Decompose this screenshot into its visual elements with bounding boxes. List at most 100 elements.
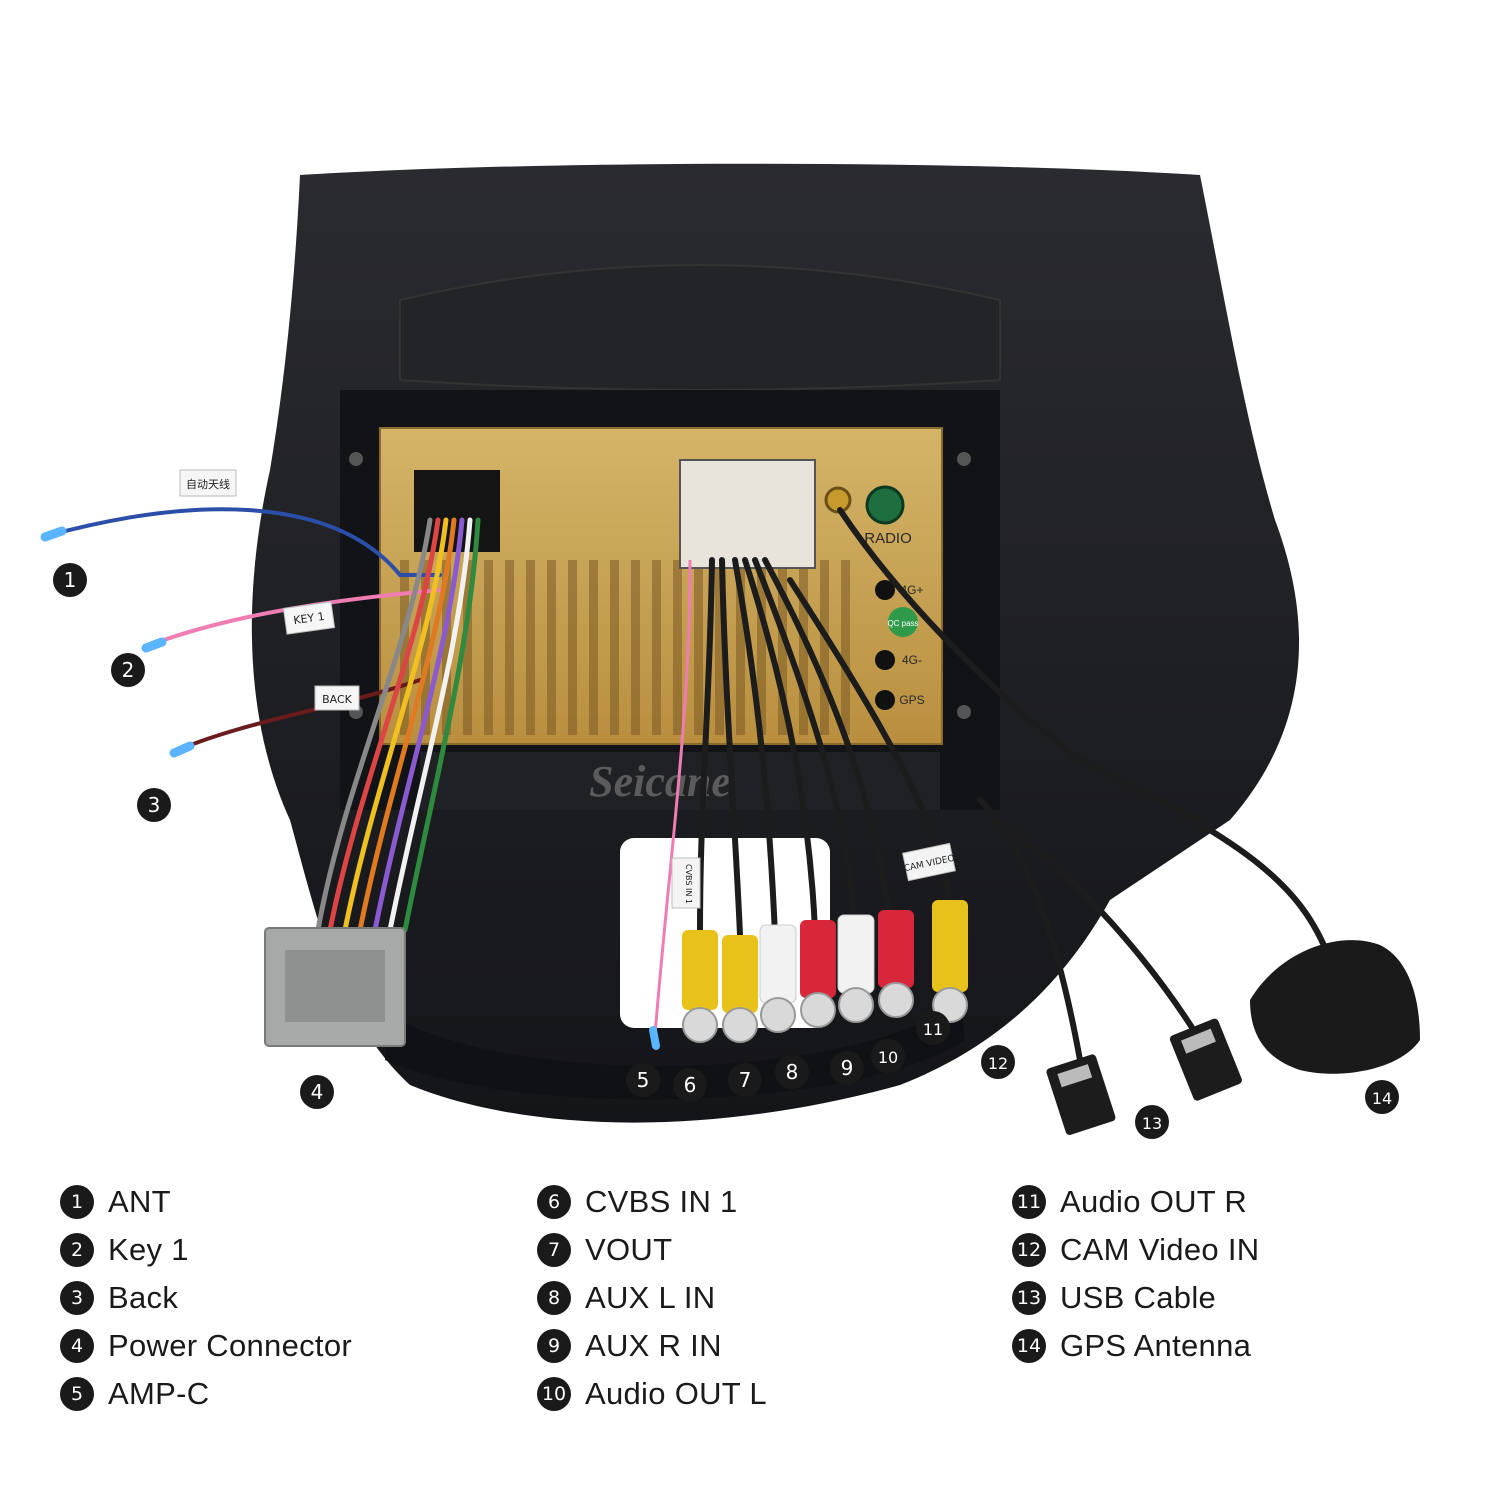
usb-plug xyxy=(1046,1054,1116,1135)
port-4g-label: 4G- xyxy=(902,653,922,667)
callout-number: 3 xyxy=(148,793,161,817)
heatsink-fin xyxy=(841,560,850,735)
cvbs-cable-tag-text: CVBS IN 1 xyxy=(684,864,693,904)
callout-badge-4: 4 xyxy=(300,1075,334,1109)
legend-item-2: 2 Key 1 xyxy=(60,1226,352,1274)
callout-number: 10 xyxy=(878,1048,898,1067)
legend-label: Key 1 xyxy=(108,1232,189,1267)
legend-item-4: 4 Power Connector xyxy=(60,1322,352,1370)
callout-number: 6 xyxy=(684,1073,697,1097)
legend-label: AUX L IN xyxy=(585,1280,716,1315)
callout-badge-14: 14 xyxy=(1365,1080,1399,1114)
legend-badge: 2 xyxy=(60,1233,94,1267)
legend-label: Power Connector xyxy=(108,1328,353,1363)
gps-port-hole xyxy=(875,690,895,710)
callout-number: 12 xyxy=(988,1054,1008,1073)
amp-c-wire-tip xyxy=(649,1026,660,1050)
legend-badge: 6 xyxy=(537,1185,571,1219)
ant-wire-tag xyxy=(179,469,237,497)
radio-port-label: RADIO xyxy=(864,530,912,547)
heatsink-fin xyxy=(799,560,808,735)
rca-plug-audio-out-r xyxy=(878,910,914,1018)
callout-badge-8: 8 xyxy=(775,1055,809,1089)
legend-label: CVBS IN 1 xyxy=(585,1184,738,1219)
legend-badge: 4 xyxy=(60,1329,94,1363)
qc-sticker xyxy=(888,607,918,637)
callout-badge-9: 9 xyxy=(830,1051,864,1085)
callout-number: 11 xyxy=(923,1020,943,1039)
qc-sticker-label: QC pass xyxy=(887,619,918,628)
heatsink-fin xyxy=(505,560,514,735)
callout-badge-11: 11 xyxy=(916,1011,950,1045)
callout-badge-13: 13 xyxy=(1135,1105,1169,1139)
callout-badge-12: 12 xyxy=(981,1045,1015,1079)
callout-badge-5: 5 xyxy=(626,1063,660,1097)
usb-plug xyxy=(1169,1018,1242,1101)
heatsink-fin xyxy=(484,560,493,735)
legend-label: CAM Video IN xyxy=(1060,1232,1260,1267)
back-wire-tag-text: BACK xyxy=(322,693,353,706)
rca-plugs xyxy=(682,900,968,1043)
legend-badge: 10 xyxy=(537,1377,571,1411)
legend-label: GPS Antenna xyxy=(1060,1328,1252,1363)
legend-item-10: 10 Audio OUT L xyxy=(537,1370,767,1418)
port-4g-plus-hole xyxy=(875,580,895,600)
gps-port-label: GPS xyxy=(899,693,924,707)
radio-jack xyxy=(865,485,905,525)
heatsink-fin xyxy=(820,560,829,735)
heatsink-fin xyxy=(421,560,430,735)
heatsink-fin xyxy=(673,560,682,735)
rca-plug-audio-out-l xyxy=(837,914,875,1023)
legend-label: USB Cable xyxy=(1060,1280,1217,1315)
heatsink-fin xyxy=(589,560,598,735)
key1-wire-tag xyxy=(282,601,336,635)
heatsink-fin xyxy=(400,560,409,735)
legend-item-8: 8 AUX L IN xyxy=(537,1274,767,1322)
rca-plug-aux-r-in xyxy=(800,920,836,1028)
rca-plug-cam-video-in xyxy=(932,900,968,1023)
heatsink-fin xyxy=(778,560,787,735)
ant-wire-tip xyxy=(40,526,67,542)
legend-label: Audio OUT R xyxy=(1060,1184,1248,1219)
ant-wire xyxy=(48,507,442,577)
heatsink-fin xyxy=(526,560,535,735)
legend-label: Audio OUT L xyxy=(585,1376,767,1411)
heatsink-fin xyxy=(442,560,451,735)
port-4g-hole xyxy=(875,650,895,670)
av-socket-block xyxy=(679,459,816,569)
usb-cable xyxy=(1046,1018,1242,1135)
legend-badge: 14 xyxy=(1012,1329,1046,1363)
legend-item-6: 6 CVBS IN 1 xyxy=(537,1178,767,1226)
callout-badge-7: 7 xyxy=(728,1063,762,1097)
callout-number: 5 xyxy=(637,1068,650,1092)
screw xyxy=(957,452,971,466)
watermark-text: Seicane xyxy=(589,757,731,806)
legend-label: Back xyxy=(108,1280,179,1315)
amp-c-wire xyxy=(653,559,692,1036)
callout-number: 7 xyxy=(739,1068,752,1092)
rca-plug-vout xyxy=(722,935,758,1043)
heatsink-fin xyxy=(757,560,766,735)
cvbs-cable-tag xyxy=(671,857,701,909)
key1-wire-tag-text: KEY 1 xyxy=(293,610,326,627)
legend-item-14: 14 GPS Antenna xyxy=(1012,1322,1259,1370)
legend-badge: 7 xyxy=(537,1233,571,1267)
gps-antenna xyxy=(1250,940,1420,1074)
power-connector xyxy=(264,927,406,1047)
callout-number: 13 xyxy=(1142,1114,1162,1133)
legend-label: AMP-C xyxy=(108,1376,210,1411)
heatsink-fin xyxy=(547,560,556,735)
heatsink-fin xyxy=(694,560,703,735)
power-harness-wires xyxy=(315,517,481,933)
heatsink-fin xyxy=(652,560,661,735)
legend-badge: 8 xyxy=(537,1281,571,1315)
